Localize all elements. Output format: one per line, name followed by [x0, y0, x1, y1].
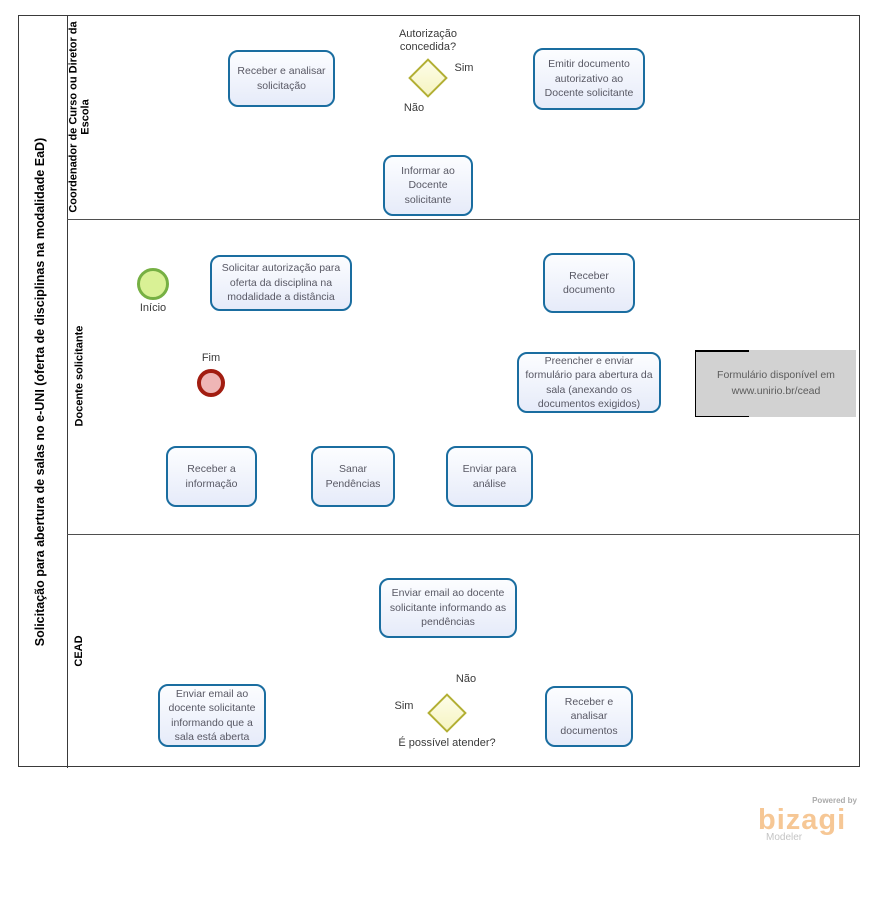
task-label: Enviar para análise	[462, 463, 517, 490]
task-sanar-pendencias[interactable]: Sanar Pendências	[311, 446, 395, 507]
task-label: Receber e analisar solicitação	[237, 65, 326, 92]
task-receber-documento[interactable]: Receber documento	[543, 253, 635, 313]
task-label: Enviar email ao docente solicitante info…	[168, 687, 256, 743]
lane-label-cead: CEAD	[73, 635, 85, 667]
lane-label-coordenador: Coordenador de Curso ou Diretor da Escol…	[67, 21, 92, 213]
task-label: Emitir documento autorizativo ao Docente…	[544, 58, 634, 100]
modeler-text: Modeler	[766, 832, 803, 843]
gateway2-nao-label: Não	[455, 673, 477, 685]
gateway2-question-label: É possível atender?	[398, 737, 496, 749]
bizagi-logo: Powered by bizagi Modeler	[758, 796, 860, 843]
task-solicitar-autorizacao[interactable]: Solicitar autorização para oferta da dis…	[210, 255, 352, 311]
task-label: Receber documento	[563, 269, 615, 296]
task-receber-a-informacao[interactable]: Receber a informação	[166, 446, 257, 507]
end-event-fim[interactable]	[197, 369, 225, 397]
task-informar-ao-docente-solicitante[interactable]: Informar ao Docente solicitante	[383, 155, 473, 216]
pool-title: Solicitação para abertura de salas no e-…	[33, 137, 47, 647]
lane-divider-1	[67, 219, 860, 220]
start-event-inicio[interactable]	[137, 268, 169, 300]
task-label: Receber a informação	[185, 463, 238, 490]
powered-by-text: Powered by	[812, 796, 857, 805]
annotation-text: Formulário disponível em www.unirio.br/c…	[717, 369, 835, 397]
task-emitir-documento-autorizativo[interactable]: Emitir documento autorizativo ao Docente…	[533, 48, 645, 110]
gateway-autorizacao-concedida[interactable]	[408, 58, 448, 98]
task-label: Enviar email ao docente solicitante info…	[389, 587, 507, 629]
end-event-label: Fim	[201, 352, 221, 364]
task-label: Receber e analisar documentos	[560, 695, 618, 737]
task-enviar-email-pendencias[interactable]: Enviar email ao docente solicitante info…	[379, 578, 517, 638]
task-enviar-email-sala-aberta[interactable]: Enviar email ao docente solicitante info…	[158, 684, 266, 747]
gateway-diamond-icon	[427, 693, 467, 733]
gateway1-sim-label: Sim	[454, 62, 474, 74]
task-receber-e-analisar-solicitacao[interactable]: Receber e analisar solicitação	[228, 50, 335, 107]
gateway1-nao-label: Não	[403, 102, 425, 114]
task-label: Sanar Pendências	[325, 463, 381, 490]
gateway2-sim-label: Sim	[394, 700, 414, 712]
bizagi-wordmark: bizagi	[758, 804, 847, 836]
gateway1-question-label: Autorização concedida?	[398, 28, 458, 53]
start-event-label: Início	[139, 302, 167, 314]
gateway-diamond-icon	[408, 58, 448, 98]
task-receber-e-analisar-documentos[interactable]: Receber e analisar documentos	[545, 686, 633, 747]
lane-divider-2	[67, 534, 860, 535]
task-label: Solicitar autorização para oferta da dis…	[221, 262, 341, 304]
lane-label-docente: Docente solicitante	[73, 325, 86, 427]
task-label: Preencher e enviar formulário para abert…	[525, 354, 653, 410]
gateway-e-possivel-atender[interactable]	[427, 693, 467, 733]
pool-title-divider	[67, 16, 68, 768]
task-preencher-e-enviar-formulario[interactable]: Preencher e enviar formulário para abert…	[517, 352, 661, 413]
task-label: Informar ao Docente solicitante	[401, 164, 455, 206]
task-enviar-para-analise[interactable]: Enviar para análise	[446, 446, 533, 507]
annotation-formulario-disponivel[interactable]: Formulário disponível em www.unirio.br/c…	[695, 350, 856, 417]
